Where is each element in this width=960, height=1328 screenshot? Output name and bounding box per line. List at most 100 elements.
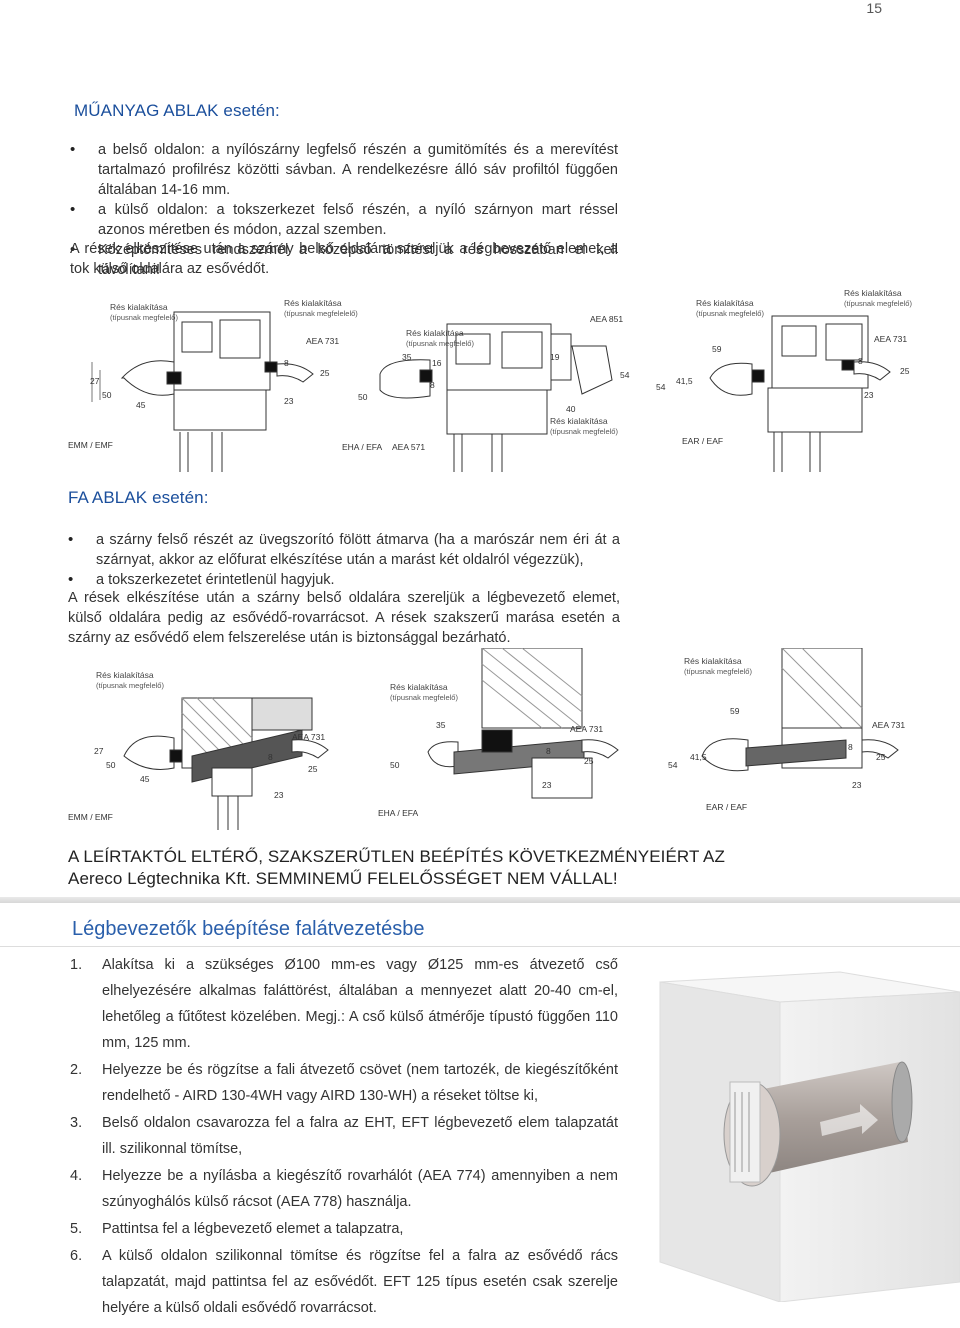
slot-label: Rés kialakítása (típusnak megfelelő) (550, 416, 618, 437)
plastic-section-drawing (91, 311, 891, 472)
plastic-bullet: a külső oldalon: a tokszerkezet felső ré… (70, 200, 618, 240)
dimension-label: 54 (656, 382, 666, 392)
wood-bullet: a szárny felső részét az üvegszorító föl… (68, 530, 620, 570)
slot-label-text: Rés kialakítása (696, 298, 754, 308)
warning-line-2: Aereco Légtechnika Kft. SEMMINEMŰ FELELŐ… (68, 869, 618, 888)
step-number: 1. (70, 957, 83, 973)
slot-label-sub: (típusnak megfelelő) (684, 667, 752, 676)
dimension-label: 50 (390, 760, 400, 770)
step-text: Alakítsa ki a szükséges Ø100 mm-es vagy … (102, 957, 618, 1051)
page-number: 15 (866, 0, 882, 16)
dimension-label: 8 (546, 746, 551, 756)
slot-label-sub: (típusnak megfelelő) (550, 427, 618, 436)
plastic-window-title: MŰANYAG ABLAK esetén: (74, 101, 280, 120)
step-text: Belső oldalon csavarozza fel a falra az … (102, 1115, 618, 1157)
title-underline (0, 946, 960, 947)
dimension-label: 41,5 (676, 376, 693, 386)
dimension-label: 35 (402, 352, 412, 362)
drawing-tag: EHA / EFA (342, 442, 383, 452)
plastic-bullet: Középtömítéses rendszernél a középső töm… (70, 240, 618, 280)
product-code: AEA 731 (872, 720, 906, 730)
dimension-label: 8 (858, 356, 863, 366)
drawing-tag: EMM / EMF (68, 440, 113, 450)
installation-steps: 1. Alakítsa ki a szükséges Ø100 mm-es vag… (70, 952, 618, 1322)
plastic-window-drawings: Rés kialakítása (típusnak megfelelő) Rés… (62, 282, 922, 472)
product-code: AEA 731 (874, 334, 908, 344)
slot-label: Rés kialakítása (típusnak megfelelelő) (284, 298, 358, 319)
dimension-label: 54 (620, 370, 630, 380)
slot-label: Rés kialakítása (típusnak megfelelő) (96, 670, 164, 691)
wood-window-title: FA ABLAK esetén: (68, 488, 209, 507)
slot-label: Rés kialakítása (típusnak megfelelő) (696, 298, 764, 319)
slot-label-text: Rés kialakítása (406, 328, 464, 338)
dimension-label: 41,5 (690, 752, 707, 762)
dimension-label: 25 (320, 368, 330, 378)
slot-label-sub: (típusnak megfelelő) (96, 681, 164, 690)
step-item: 4. Helyezze be a nyílásba a kiegészítő ro… (70, 1163, 618, 1215)
dimension-label: 45 (136, 400, 146, 410)
slot-label-text: Rés kialakítása (550, 416, 608, 426)
product-code: AEA 571 (392, 442, 426, 452)
step-text: Helyezze be a nyílásba a kiegészítő rova… (102, 1168, 618, 1210)
step-text: A külső oldalon szilikonnal tömítse és r… (102, 1248, 618, 1316)
slot-label-text: Rés kialakítása (390, 682, 448, 692)
drawing-tag: EMM / EMF (68, 812, 113, 822)
dimension-label: 23 (542, 780, 552, 790)
dimension-label: 23 (274, 790, 284, 800)
dimension-label: 50 (106, 760, 116, 770)
wood-closing-text: A rések elkészítése után a szárny belső … (68, 590, 620, 646)
wall-section-title: Légbevezetők beépítése falátvezetésbe (72, 918, 425, 940)
dimension-label: 23 (852, 780, 862, 790)
slot-label-sub: (típusnak megfelelő) (406, 339, 474, 348)
step-number: 2. (70, 1062, 83, 1078)
step-text: Helyezze be és rögzítse a fali átvezető … (102, 1062, 618, 1104)
warning-line-1: A LEÍRTAKTÓL ELTÉRŐ, SZAKSZERŰTLEN BEÉPÍ… (68, 847, 725, 866)
slot-label-text: Rés kialakítása (96, 670, 154, 680)
dimension-label: 54 (668, 760, 678, 770)
plastic-bullet: a belső oldalon: a nyílószárny legfelső … (70, 140, 618, 200)
slot-label-sub: (típusnak megfelelő) (696, 309, 764, 318)
wall-duct-illustration (659, 971, 960, 1302)
step-item: 2. Helyezze be és rögzítse a fali átvezet… (70, 1057, 618, 1109)
slot-label-text: Rés kialakítása (844, 288, 902, 298)
dimension-label: 16 (432, 358, 442, 368)
dimension-label: 50 (102, 390, 112, 400)
slot-label-sub: (típusnak megfelelő) (844, 299, 912, 308)
dimension-label: 8 (848, 742, 853, 752)
step-number: 4. (70, 1168, 83, 1184)
dimension-label: 59 (712, 344, 722, 354)
slot-label-sub: (típusnak megfelelő) (390, 693, 458, 702)
dimension-label: 25 (876, 752, 886, 762)
dimension-label: 25 (900, 366, 910, 376)
dimension-label: 27 (94, 746, 104, 756)
dimension-label: 25 (308, 764, 318, 774)
product-code: AEA 731 (570, 724, 604, 734)
product-code: AEA 851 (590, 314, 624, 324)
step-item: 6.A külső oldalon szilikonnal tömítse és… (70, 1243, 618, 1321)
dimension-label: 59 (730, 706, 740, 716)
wood-bullet-list: a szárny felső részét az üvegszorító föl… (68, 530, 620, 590)
step-item: 5.Pattintsa fel a légbevezető elemet a t… (70, 1216, 618, 1242)
section-divider (0, 897, 960, 903)
wood-window-drawings: Rés kialakítása (típusnak megfelelő) AEA… (62, 648, 922, 830)
drawing-tag: EAR / EAF (682, 436, 724, 446)
step-item: 3. Belső oldalon csavarozza fel a falra a… (70, 1110, 618, 1162)
dimension-label: 23 (864, 390, 874, 400)
step-number: 3. (70, 1115, 83, 1131)
dimension-label: 45 (140, 774, 150, 784)
dimension-label: 8 (430, 380, 435, 390)
slot-label-text: Rés kialakítása (684, 656, 742, 666)
step-number: 5. (70, 1221, 83, 1237)
product-code: AEA 731 (292, 732, 326, 742)
drawing-tag: EAR / EAF (706, 802, 748, 812)
dimension-label: 8 (268, 752, 273, 762)
wood-bullet: a tokszerkezetet érintetlenül hagyjuk. (68, 570, 620, 590)
slot-label: Rés kialakítása (típusnak megfelelő) (844, 288, 912, 309)
dimension-label: 23 (284, 396, 294, 406)
slot-label-sub: (típusnak megfelelő) (110, 313, 178, 322)
dimension-label: 25 (584, 756, 594, 766)
dimension-label: 35 (436, 720, 446, 730)
slot-label: Rés kialakítása (típusnak megfelelő) (406, 328, 474, 349)
product-code: AEA 731 (306, 336, 340, 346)
dimension-label: 40 (566, 404, 576, 414)
